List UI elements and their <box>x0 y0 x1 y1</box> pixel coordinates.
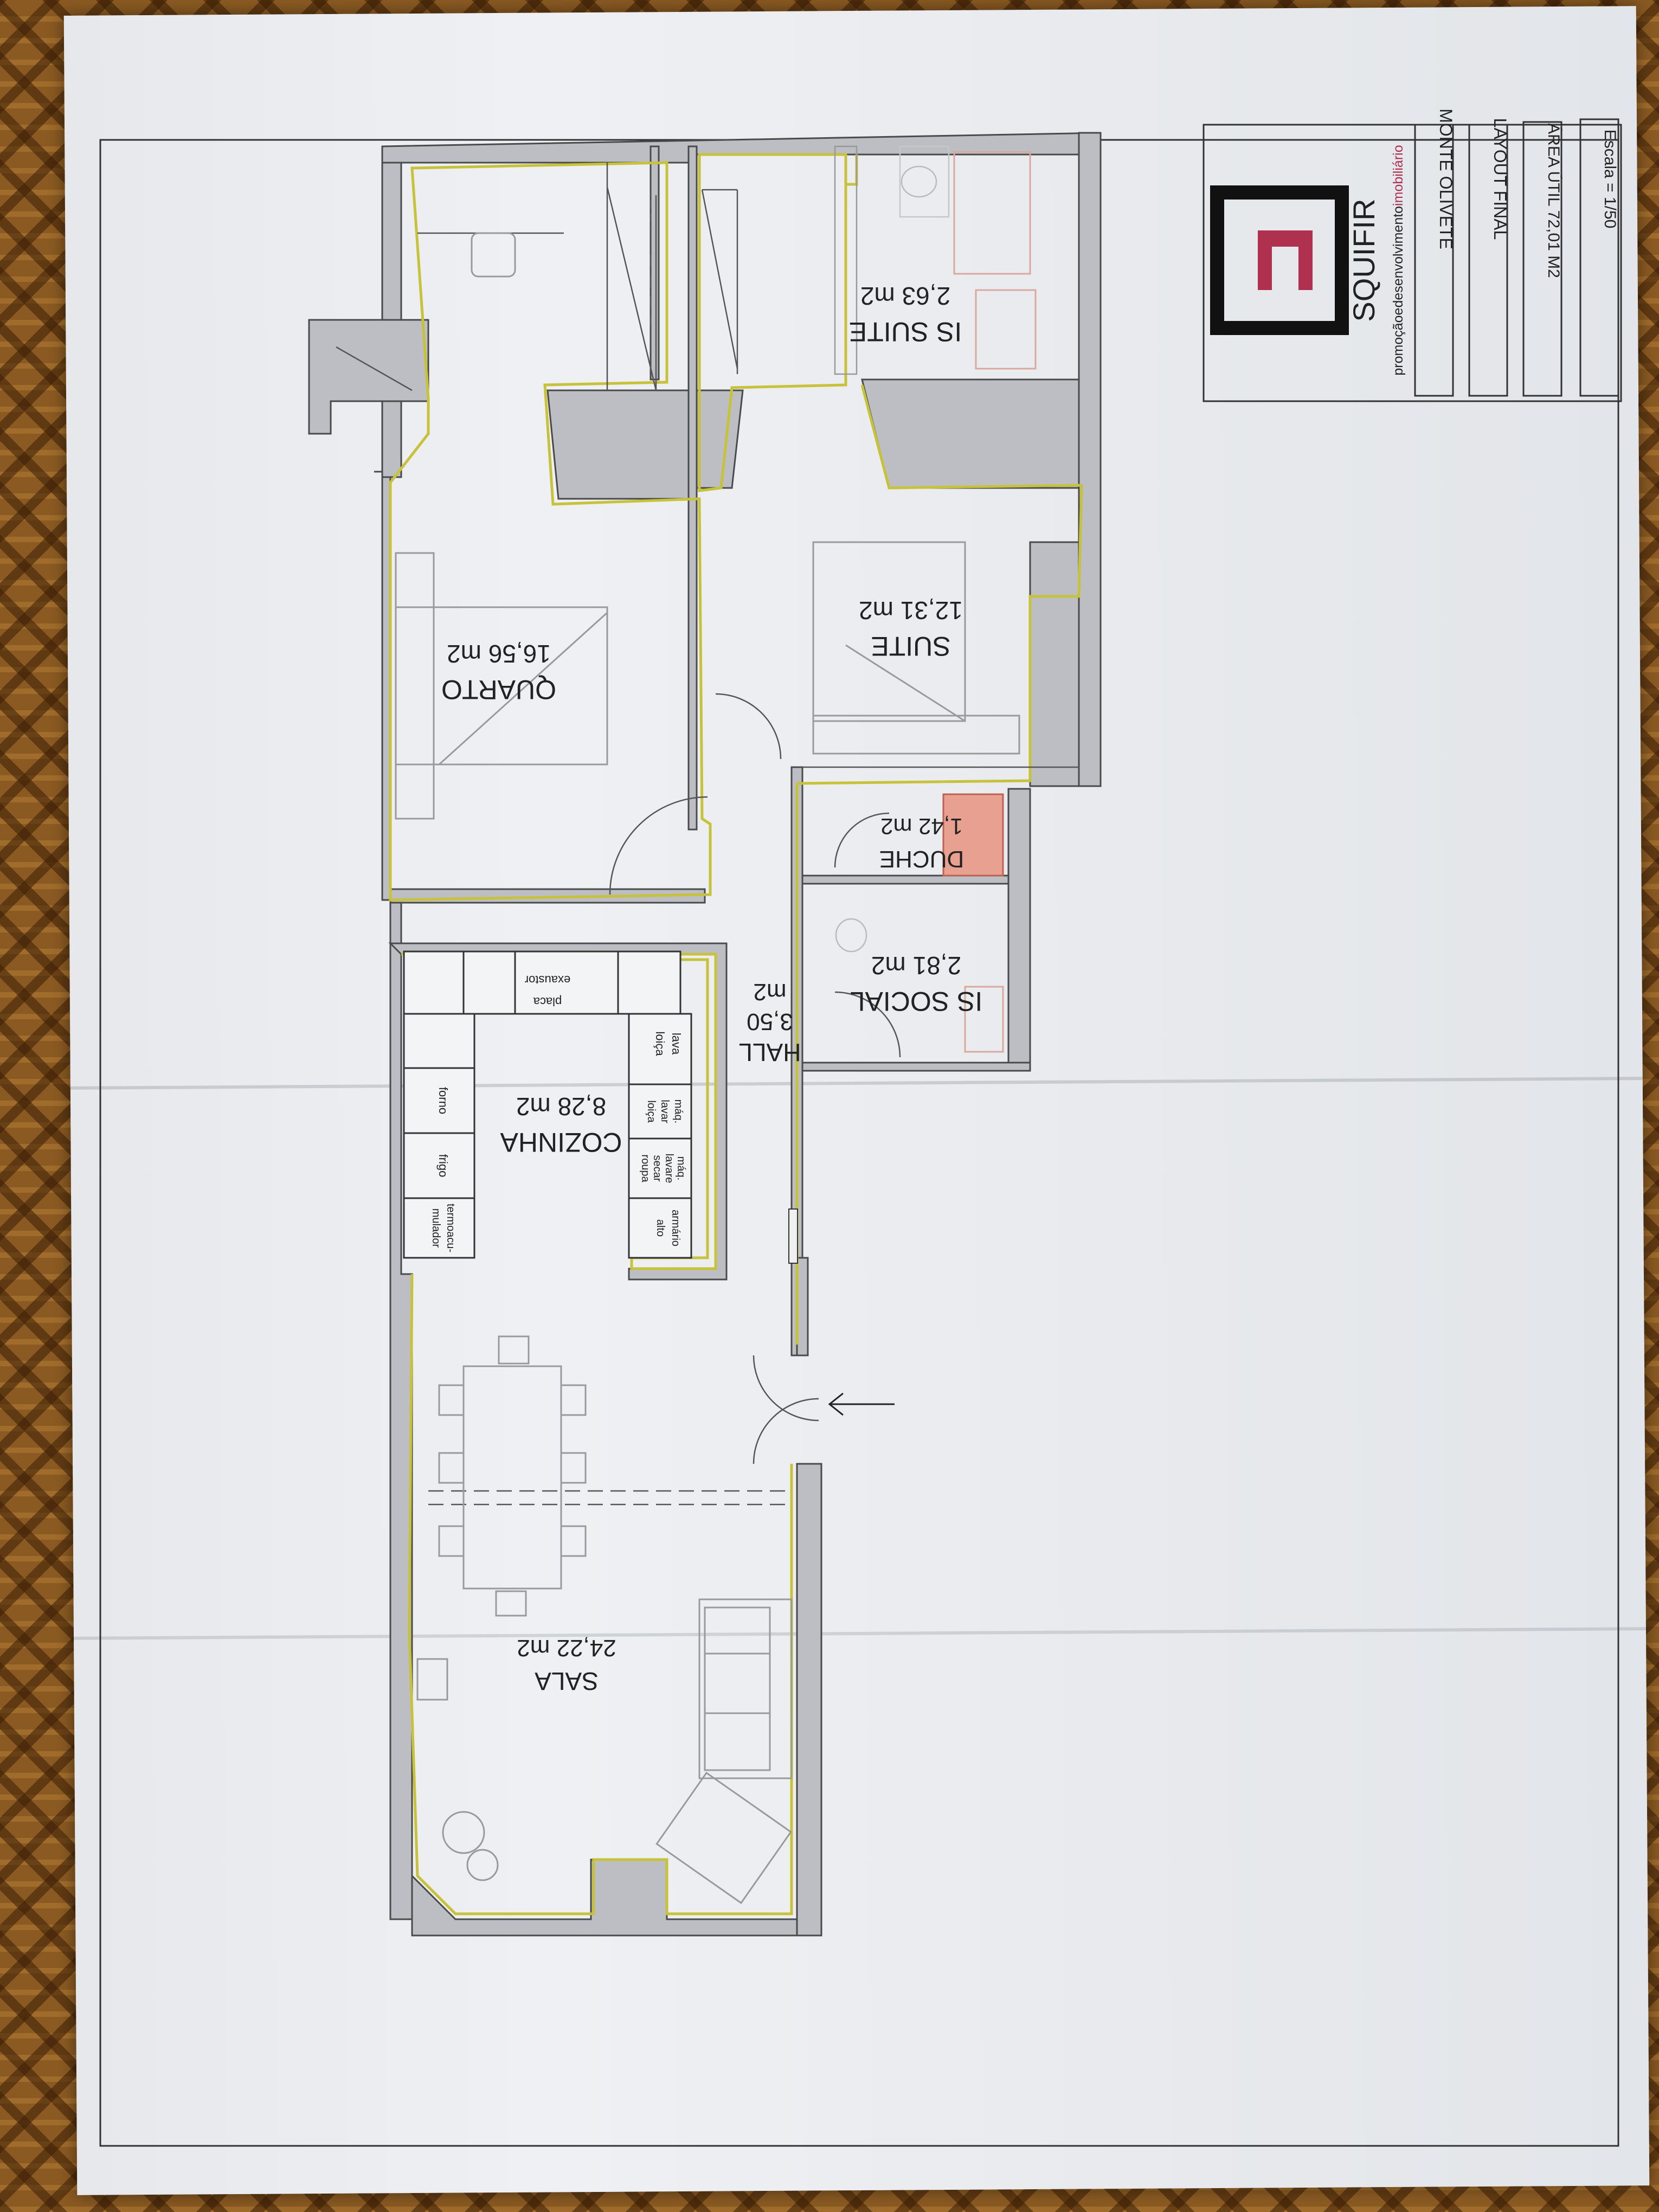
room-name-is-social: IS SOCIAL <box>850 986 983 1017</box>
room-name-cozinha: COZINHA <box>500 1127 622 1158</box>
entrance-arrow-icon <box>828 1392 895 1416</box>
room-name-quarto: QUARTO <box>441 674 556 705</box>
room-name-sala: SALA <box>535 1667 599 1695</box>
kitchen-label-exaustor: exaustor <box>525 973 570 987</box>
room-area-sala: 24,22 m2 <box>517 1635 616 1661</box>
drawing-scale: Escala = 1/50 <box>1601 130 1619 229</box>
kitchen-cabinets <box>403 950 692 1259</box>
kitchen-label-alto: alto <box>654 1219 666 1237</box>
company-name: SQUIFIR <box>1347 198 1381 321</box>
room-area-is-suite: 2,63 m2 <box>860 282 950 310</box>
room-area-duche: 1,42 m2 <box>880 814 963 839</box>
room-name-duche: DUCHE <box>879 846 964 872</box>
room-area-quarto: 16,56 m2 <box>447 640 551 668</box>
kitchen-label-forno: forno <box>436 1087 450 1114</box>
title-block: SQUIFIR promoçãoedesenvolvimentoimobiliá… <box>1203 108 1622 402</box>
tagline-part1: promoçãoedesenvolvimento <box>1391 206 1406 376</box>
kitchen-label-termo: termoacu- <box>445 1204 456 1252</box>
kitchen-label-maq2: máq. <box>675 1156 687 1180</box>
kitchen-labels: placa exaustor lava loiça máq. lavar loi… <box>430 973 687 1252</box>
room-name-is-suite: IS SUITE <box>849 317 962 347</box>
kitchen-label-loica2: loiça <box>645 1100 657 1123</box>
kitchen-label-maq1: máq. <box>672 1099 684 1123</box>
kitchen-label-placa: placa <box>533 995 562 1008</box>
room-area-is-social: 2,81 m2 <box>871 951 961 980</box>
useful-area: ÁREA ÚTIL 72,01 M2 <box>1545 123 1562 278</box>
kitchen-label-lava: lava <box>670 1033 683 1055</box>
kitchen-label-lavar: lavar <box>659 1099 671 1123</box>
room-labels: IS SUITE 2,63 m2 SUITE 12,31 m2 QUARTO 1… <box>441 282 982 1695</box>
furniture <box>395 145 1037 1905</box>
drawing-border <box>99 139 1619 2147</box>
room-name-hall: HALL <box>738 1038 801 1066</box>
kitchen-label-armario: armário <box>670 1210 681 1246</box>
room-area-cozinha: 8,28 m2 <box>516 1092 606 1121</box>
sheet-name: LAYOUT FINAL <box>1490 118 1510 240</box>
room-area-suite: 12,31 m2 <box>859 596 963 625</box>
kitchen-label-lavare: lavare <box>663 1154 675 1183</box>
room-area-hall-1: 3,50 <box>747 1008 793 1035</box>
kitchen-label-loica: loiça <box>653 1031 667 1056</box>
wall-outlines <box>389 153 1083 1915</box>
kitchen-label-frigo: frigo <box>436 1154 450 1178</box>
project-name: MONTE OLIVETE <box>1436 108 1456 249</box>
room-area-hall-2: m2 <box>753 979 786 1005</box>
kitchen-label-mulador: mulador <box>430 1208 442 1248</box>
squifir-logo <box>1210 185 1349 335</box>
interior-lines <box>336 163 1079 1506</box>
shower-tile <box>942 793 1004 877</box>
company-tagline: promoçãoedesenvolvimentoimobiliário <box>1391 145 1406 375</box>
room-name-suite: SUITE <box>871 631 950 661</box>
kitchen-label-secar: secar <box>651 1155 663 1182</box>
tagline-part2: imobiliário <box>1391 145 1406 206</box>
kitchen-label-roupa: roupa <box>639 1154 651 1182</box>
